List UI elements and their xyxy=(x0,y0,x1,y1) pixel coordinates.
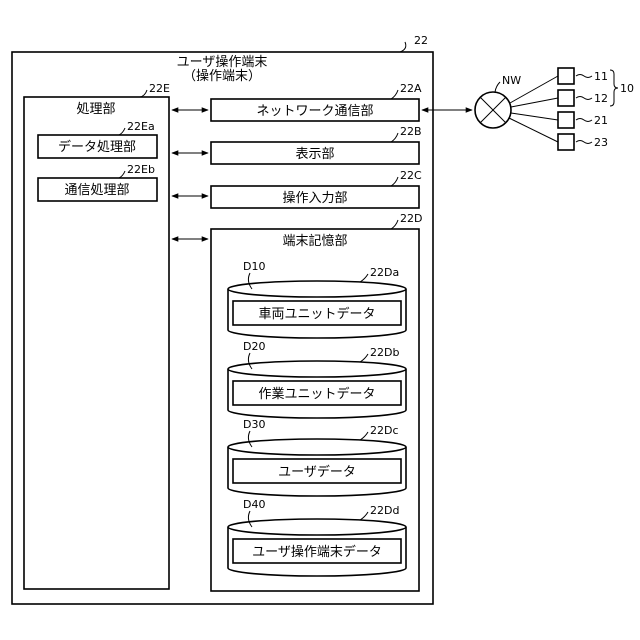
node-11-box xyxy=(558,68,574,84)
link-nw-23 xyxy=(509,118,558,142)
node-11-ref: 11 xyxy=(594,70,608,83)
database-d20-id: D20 xyxy=(243,340,265,353)
database-d40-ref: 22Dd xyxy=(370,504,399,517)
storage-ref: 22D xyxy=(400,212,422,225)
database-d40-id: D40 xyxy=(243,498,265,511)
processing-unit-ref: 22E xyxy=(149,82,170,95)
node-11-leader xyxy=(576,75,592,78)
terminal-title: ユーザ操作端末 xyxy=(177,54,268,70)
network-comm-ref: 22A xyxy=(400,82,422,95)
network-label: NW xyxy=(502,74,521,87)
database-d20-label: 作業ユニットデータ xyxy=(258,386,375,402)
node-12-box xyxy=(558,90,574,106)
terminal-ref: 22 xyxy=(414,34,428,47)
network-label-leader xyxy=(495,82,500,92)
node-21-box xyxy=(558,112,574,128)
network-comm-label: ネットワーク通信部 xyxy=(256,104,373,119)
comm-processing-ref: 22Eb xyxy=(127,163,155,176)
processing-unit-label: 処理部 xyxy=(76,102,115,117)
link-nw-21 xyxy=(511,113,558,120)
group-ref: 10 xyxy=(620,82,634,95)
operation-input-label: 操作入力部 xyxy=(282,190,347,206)
database-d10-ref: 22Da xyxy=(370,266,399,279)
storage-label: 端末記憶部 xyxy=(282,233,347,249)
operation-input-ref: 22C xyxy=(400,169,422,182)
database-d30-ref: 22Dc xyxy=(370,424,399,437)
node-23-ref: 23 xyxy=(594,136,608,149)
display-label: 表示部 xyxy=(295,147,334,162)
database-d10-id: D10 xyxy=(243,260,265,273)
group-brace xyxy=(610,70,618,106)
database-d20-ref: 22Db xyxy=(370,346,399,359)
display-ref: 22B xyxy=(400,125,422,138)
node-21-ref: 21 xyxy=(594,114,608,127)
node-12-leader xyxy=(576,97,592,100)
comm-processing-label: 通信処理部 xyxy=(64,183,129,198)
data-processing-label: データ処理部 xyxy=(58,139,136,155)
data-processing-ref: 22Ea xyxy=(127,120,155,133)
link-nw-12 xyxy=(511,98,558,107)
node-12-ref: 12 xyxy=(594,92,608,105)
terminal-ref-leader xyxy=(400,42,406,52)
database-d30-id: D30 xyxy=(243,418,265,431)
database-d10-label: 車両ユニットデータ xyxy=(258,306,375,322)
database-d30-label: ユーザデータ xyxy=(278,464,356,480)
node-23-leader xyxy=(576,141,592,144)
database-d40-label: ユーザ操作端末データ xyxy=(252,544,382,560)
node-23-box xyxy=(558,134,574,150)
terminal-subtitle: （操作端末） xyxy=(183,68,261,84)
node-21-leader xyxy=(576,119,592,122)
